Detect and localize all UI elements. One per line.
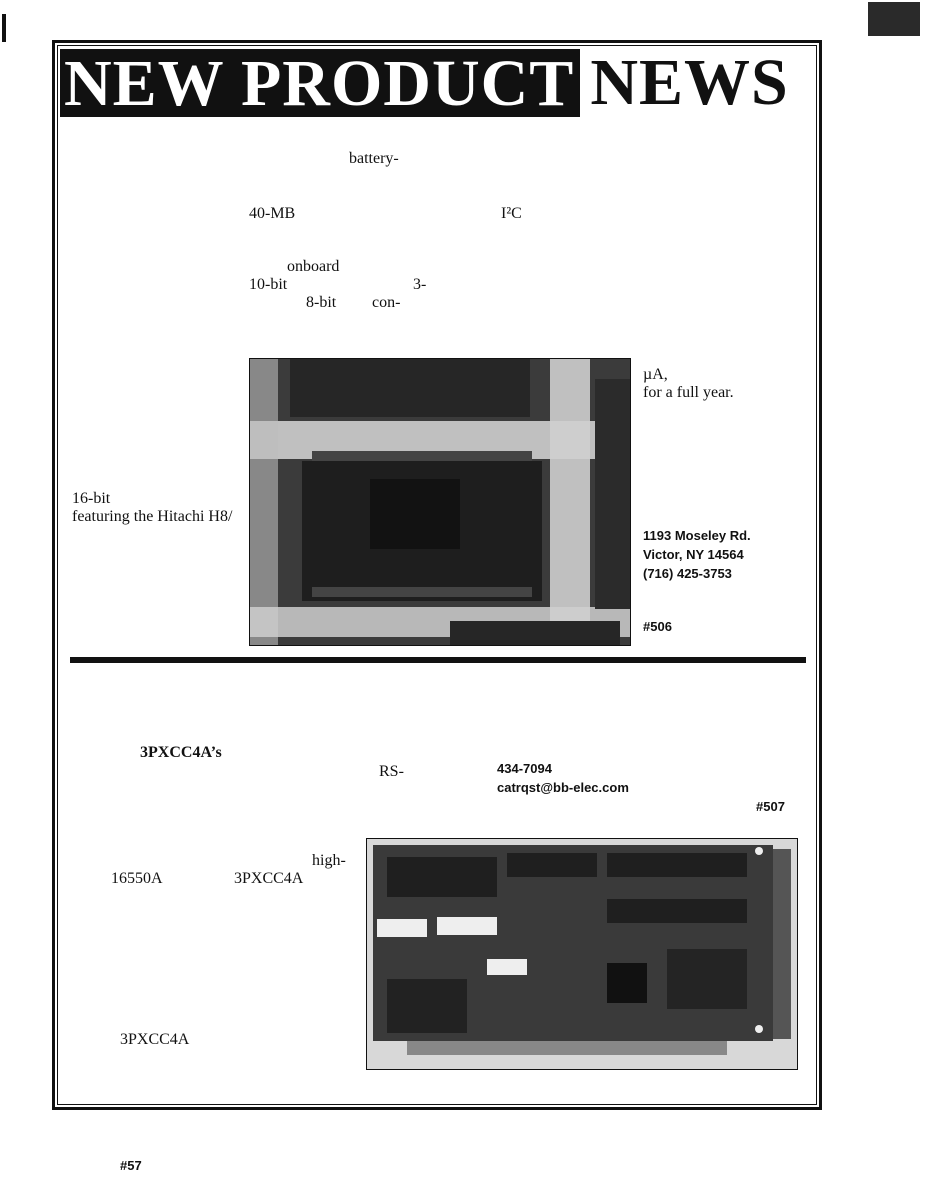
reader-service-number: #507: [756, 799, 785, 814]
article1-text-fragment: con-: [372, 294, 401, 311]
article2-text-fragment: RS-: [379, 763, 404, 780]
article1-text-fragment: I²C: [501, 205, 522, 222]
article2-text-fragment: 3PXCC4A: [120, 1031, 190, 1048]
section-divider: [70, 657, 806, 663]
corner-decoration: [868, 2, 920, 36]
page-frame-inner: [57, 45, 817, 1105]
company-email: catrqst@bb-elec.com: [497, 780, 629, 795]
product-photo-serial-card: [366, 838, 798, 1070]
article1-text-fragment: 8-bit: [306, 294, 337, 311]
article2-text-fragment: 16550A: [111, 870, 163, 887]
masthead-news: NEWS: [590, 46, 789, 119]
article1-text-fragment: featuring the Hitachi H8/: [72, 508, 233, 525]
page-frame-outer: [52, 40, 822, 1110]
article1-text-fragment: for a full year.: [643, 384, 734, 401]
reader-service-number: #506: [643, 619, 672, 634]
article1-text-fragment: 40-MB: [249, 205, 296, 222]
company-address-line2: Victor, NY 14564: [643, 547, 744, 562]
masthead-new-product: NEW PRODUCT: [60, 49, 581, 117]
article2-text-fragment: high-: [312, 852, 346, 869]
edge-mark: [2, 14, 6, 42]
article1-text-fragment: µA,: [643, 366, 668, 383]
company-phone: 434-7094: [497, 761, 552, 776]
company-phone: (716) 425-3753: [643, 566, 732, 581]
page-number: #57: [120, 1158, 142, 1173]
article1-text-fragment: onboard: [287, 258, 340, 275]
article1-text-fragment: 3-: [413, 276, 427, 293]
article1-text-fragment: 10-bit: [249, 276, 288, 293]
article1-text-fragment: battery-: [349, 150, 399, 167]
company-address-line1: 1193 Moseley Rd.: [643, 528, 751, 543]
board-illustration: [250, 359, 630, 645]
masthead: NEW PRODUCT NEWS: [60, 48, 789, 118]
article2-text-fragment: 3PXCC4A’s: [140, 744, 222, 761]
article1-text-fragment: 16-bit: [72, 490, 111, 507]
article2-text-fragment: 3PXCC4A: [234, 870, 304, 887]
card-illustration: [367, 839, 797, 1069]
product-photo-board: [249, 358, 631, 646]
